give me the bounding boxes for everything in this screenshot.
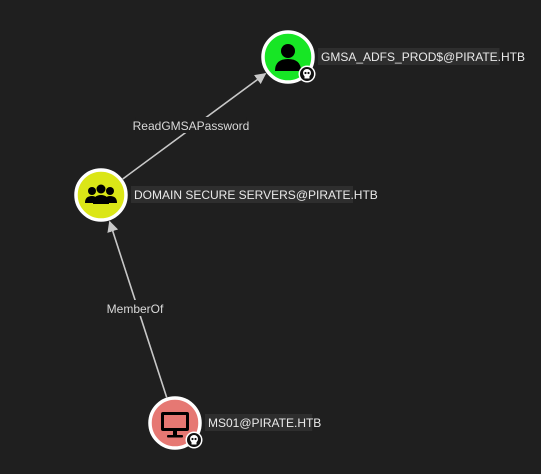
edge-label[interactable]: ReadGMSAPassword	[133, 119, 250, 133]
computer-icon	[161, 412, 189, 438]
node-label[interactable]: MS01@PIRATE.HTB	[208, 416, 321, 430]
edge-readgmsapassword[interactable]: ReadGMSAPassword	[122, 72, 267, 180]
node-group[interactable]: DOMAIN SECURE SERVERS@PIRATE.HTB	[74, 168, 378, 222]
node-label-bg	[318, 48, 500, 65]
owned-skull-icon	[185, 431, 203, 449]
owned-skull-icon	[298, 65, 316, 83]
node-label-bg	[131, 186, 353, 203]
nodes-layer: GMSA_ADFS_PROD$@PIRATE.HTB DOMAIN SECURE …	[74, 30, 525, 450]
node-computer[interactable]: MS01@PIRATE.HTB	[148, 396, 321, 450]
node-user[interactable]: GMSA_ADFS_PROD$@PIRATE.HTB	[261, 30, 525, 84]
edge-memberof[interactable]: MemberOf	[105, 220, 168, 398]
edges-layer: MemberOf ReadGMSAPassword	[105, 72, 267, 398]
node-label[interactable]: DOMAIN SECURE SERVERS@PIRATE.HTB	[134, 188, 378, 202]
node-label-bg	[205, 414, 313, 431]
node-label[interactable]: GMSA_ADFS_PROD$@PIRATE.HTB	[321, 50, 525, 64]
group-icon	[85, 184, 117, 204]
edge-label-bg	[105, 300, 165, 316]
edge-label-bg	[135, 117, 247, 133]
user-icon	[275, 44, 301, 71]
edge-label[interactable]: MemberOf	[107, 302, 164, 316]
